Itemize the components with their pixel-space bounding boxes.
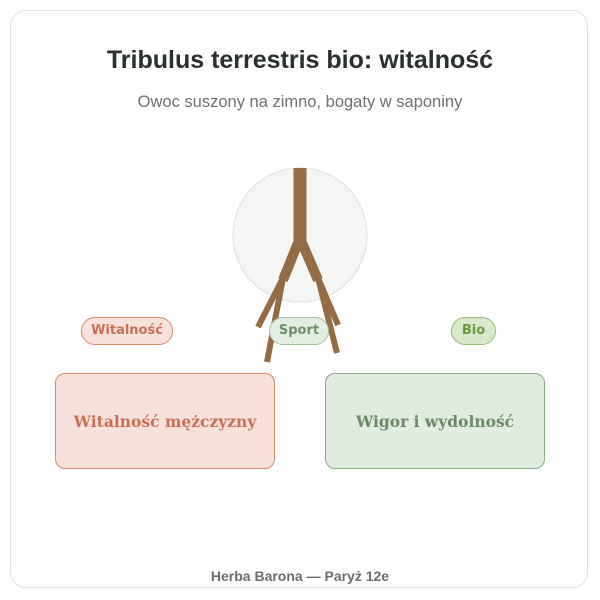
benefit-box-vitality: Witalność mężczyzny	[55, 373, 275, 469]
forked-branch-icon	[255, 168, 341, 363]
benefit-box-vigor-label: Wigor i wydolność	[355, 411, 515, 431]
tag-bio: Bio	[451, 317, 496, 345]
tag-vitality: Witalność	[81, 317, 173, 345]
benefit-box-vitality-label: Witalność mężczyzny	[73, 411, 257, 431]
benefit-box-vigor: Wigor i wydolność	[325, 373, 545, 469]
page-title: Tribulus terrestris bio: witalność	[106, 46, 494, 74]
page-subtitle: Owoc suszony na zimno, bogaty w saponiny	[137, 93, 463, 111]
footer-brand: Herba Barona — Paryż 12e	[210, 568, 390, 584]
tag-sport: Sport	[269, 317, 329, 345]
